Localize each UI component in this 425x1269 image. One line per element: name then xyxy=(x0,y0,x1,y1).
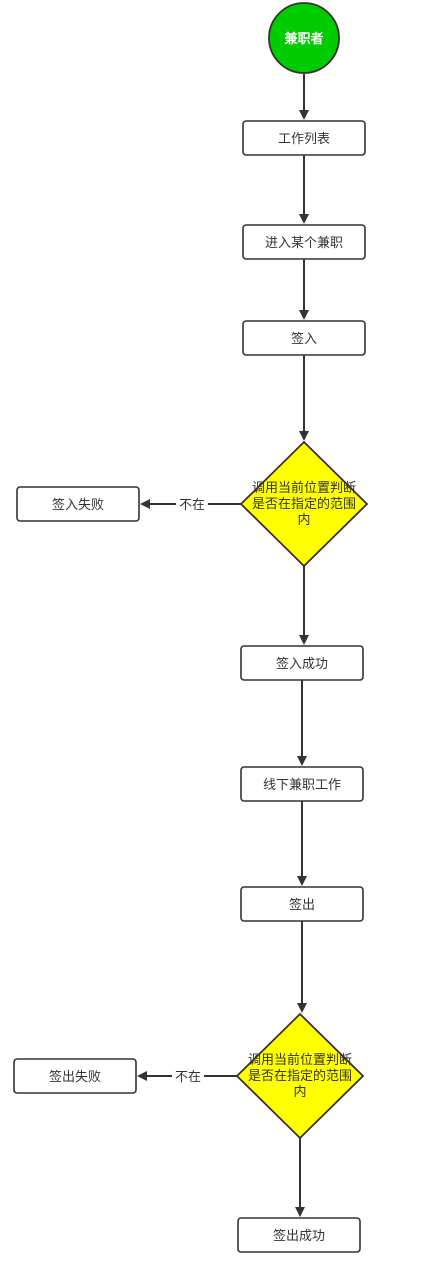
node-sign-out-success xyxy=(237,1217,361,1253)
decision-check-location-in-line3: 内 xyxy=(297,512,310,528)
start-node-label: 兼职者 xyxy=(284,31,323,47)
node-sign-in-success-label: 签入成功 xyxy=(276,656,328,672)
decision-check-location-in-line2: 是否在指定的范围 xyxy=(252,496,356,512)
decision-check-location-out-line3: 内 xyxy=(293,1084,306,1100)
decision-check-location-out-line2: 是否在指定的范围 xyxy=(248,1068,352,1084)
node-work-list-label: 工作列表 xyxy=(278,132,330,147)
node-sign-in-success xyxy=(240,645,364,681)
start-node xyxy=(268,2,340,74)
edge-label-not-in: 不在 xyxy=(179,498,205,513)
decision-check-location-out xyxy=(235,1012,365,1140)
node-sign-in-label: 签入 xyxy=(291,331,317,347)
node-sign-in-fail-label: 签入失败 xyxy=(52,497,104,513)
decision-check-location-out-line1: 调用当前位置判断 xyxy=(248,1052,352,1068)
node-sign-out-success-label: 签出成功 xyxy=(273,1228,325,1244)
node-offline-work-label: 线下兼职工作 xyxy=(263,778,341,793)
node-sign-out-fail-label: 签出失败 xyxy=(49,1069,101,1085)
node-enter-job-label: 进入某个兼职 xyxy=(265,236,343,251)
node-work-list xyxy=(242,120,366,156)
node-sign-out-fail xyxy=(13,1058,137,1094)
node-sign-out-label: 签出 xyxy=(289,897,315,913)
node-sign-in-fail xyxy=(16,486,140,522)
node-enter-job xyxy=(242,224,366,260)
node-sign-in xyxy=(242,320,366,356)
node-sign-out xyxy=(240,886,364,922)
decision-check-location-in-line1: 调用当前位置判断 xyxy=(252,480,356,496)
node-offline-work xyxy=(240,766,364,802)
edge-label-not-in: 不在 xyxy=(175,1070,201,1085)
decision-check-location-in xyxy=(239,440,369,568)
